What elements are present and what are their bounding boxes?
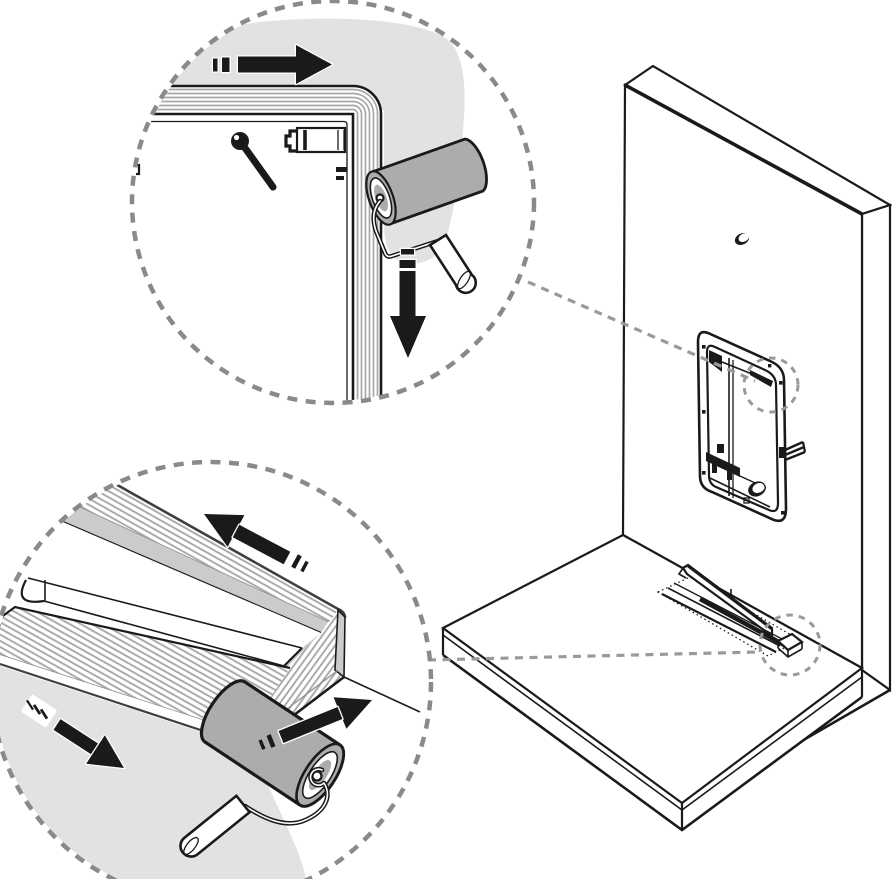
bracket-foot (712, 462, 717, 473)
frame-outer-edge (134, 84, 383, 401)
leader-line-drain (427, 650, 759, 662)
niche-box-bottom-edge (709, 477, 771, 508)
linear-drain (656, 563, 804, 658)
paint-roller-floor (179, 679, 346, 858)
niche-frame-corner (134, 84, 383, 401)
sealant-bead (750, 370, 773, 387)
paint-roller-vertical (365, 137, 488, 295)
wall-surface-shading (138, 18, 465, 264)
shower-base (440, 533, 865, 832)
overview-scene (440, 64, 892, 832)
niche-bead-line (721, 361, 753, 375)
frame-inner-edge (134, 112, 355, 401)
callout-circle-drain-end (758, 613, 822, 677)
drain-knockout (748, 481, 766, 497)
niche-side-clip (779, 440, 807, 462)
cam-lock-lever (231, 132, 277, 191)
near-border-margin (0, 655, 246, 744)
arrow-roll-right (211, 43, 334, 86)
arrow-roll-down-right (21, 694, 126, 770)
flange-top-edge (687, 564, 773, 631)
floor-corner-edges (441, 628, 864, 830)
channel-far-base-line (27, 577, 303, 649)
detail-circle-drain-edge (0, 459, 434, 879)
arrow-roll-up-right (258, 695, 374, 750)
frame-lip-line (134, 120, 348, 401)
channel-near-lip-line (43, 600, 285, 667)
niche-slot (743, 497, 750, 504)
detail-circle-outline (0, 459, 434, 879)
wall-niche (696, 330, 807, 523)
detail-circle-outline (129, 0, 537, 406)
floor-cut-edge (0, 662, 241, 745)
arrow-roll-up-left (202, 512, 309, 573)
latch-bracket (284, 126, 347, 154)
drain-frame-inner-slope (35, 490, 328, 633)
channel-end-edge (280, 647, 303, 670)
channel-line (673, 582, 787, 642)
arrow-roll-down (388, 247, 428, 360)
channel-front-edge (661, 593, 777, 653)
channel-tip-hook (20, 579, 45, 603)
leader-line-niche (527, 280, 756, 383)
bracket-stem (717, 444, 724, 453)
drain-channel-opening (15, 510, 321, 666)
wall-top-front-edge (624, 83, 863, 216)
drain-back-flange (681, 563, 774, 639)
floor-edge-faces (443, 628, 862, 830)
callout-circle-niche-corner (742, 356, 800, 414)
detail-circle-niche-corner (129, 0, 537, 406)
roller-grip (428, 233, 477, 295)
edge-clip (336, 167, 347, 180)
flange-end-hook (677, 567, 687, 579)
mounting-hole (734, 233, 750, 245)
drain-end-step (776, 632, 804, 658)
wall-side-face (860, 203, 892, 693)
bracket-foot (727, 469, 732, 480)
floor-guide-line (343, 676, 421, 713)
channel-seal-bead (698, 597, 790, 649)
